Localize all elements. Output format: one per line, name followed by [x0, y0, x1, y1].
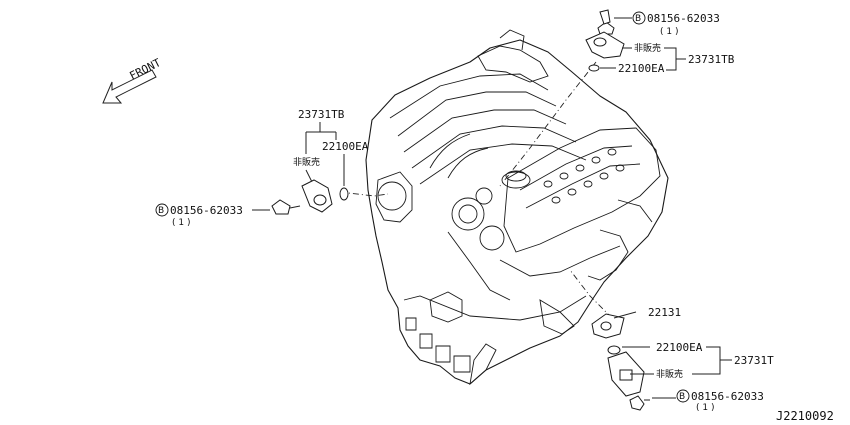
- top-camshaft-sensor: [585, 31, 625, 59]
- bottom-bolt-part-no: 08156-62033: [691, 390, 764, 403]
- top-bolt-callout: B 08156-62033 ( 1 ): [632, 11, 720, 37]
- front-arrow: FRONT: [102, 56, 163, 104]
- bottom-o-ring: [607, 345, 621, 355]
- bottom-bracket-part-no: 22131: [648, 306, 681, 319]
- top-bolt-qty: ( 1 ): [660, 27, 678, 37]
- engine-block-drawing: [365, 29, 669, 386]
- top-o-ring-part-no: 22100EA: [618, 62, 665, 75]
- bottom-crankshaft-sensor: [607, 351, 645, 397]
- top-not-sold-label: 非販売: [634, 42, 661, 54]
- bottom-bolt: [629, 395, 650, 411]
- left-camshaft-sensor: [301, 179, 333, 213]
- left-not-sold-label: 非販売: [293, 156, 320, 168]
- bottom-bolt-circle-letter: B: [679, 392, 685, 402]
- left-assembly-callout: 23731TB 22100EA 非販売: [293, 108, 369, 186]
- bottom-assembly-part-no: 23731T: [734, 354, 774, 367]
- top-assembly-callout: 非販売 22100EA 23731TB: [618, 42, 735, 75]
- bottom-bracket: [591, 313, 625, 339]
- bottom-bolt-qty: ( 1 ): [696, 403, 714, 413]
- diagram-id: J2210092: [776, 409, 834, 423]
- top-bolt: [597, 9, 632, 35]
- left-bolt-callout: B 08156-62033 ( 1 ): [155, 203, 270, 228]
- left-assembly-part-no: 23731TB: [298, 108, 345, 121]
- left-bolt-part-no: 08156-62033: [170, 204, 243, 217]
- top-o-ring: [588, 64, 616, 72]
- bottom-not-sold-label: 非販売: [656, 368, 683, 380]
- bottom-callouts: 22131 22100EA 非販売 23731T B 08156-62033 (…: [613, 306, 774, 413]
- top-bolt-circle-letter: B: [635, 14, 641, 24]
- top-assembly-part-no: 23731TB: [688, 53, 735, 66]
- left-bolt-circle-letter: B: [158, 206, 164, 216]
- left-bolt-qty: ( 1 ): [172, 218, 190, 228]
- left-o-ring-part-no: 22100EA: [322, 140, 369, 153]
- bottom-o-ring-part-no: 22100EA: [656, 341, 703, 354]
- cam-cover-bolts: [543, 148, 625, 204]
- top-bolt-part-no: 08156-62033: [647, 12, 720, 25]
- front-label: FRONT: [127, 56, 163, 83]
- left-o-ring: [339, 187, 349, 201]
- left-bolt: [271, 199, 301, 215]
- leader-lines: [339, 61, 613, 319]
